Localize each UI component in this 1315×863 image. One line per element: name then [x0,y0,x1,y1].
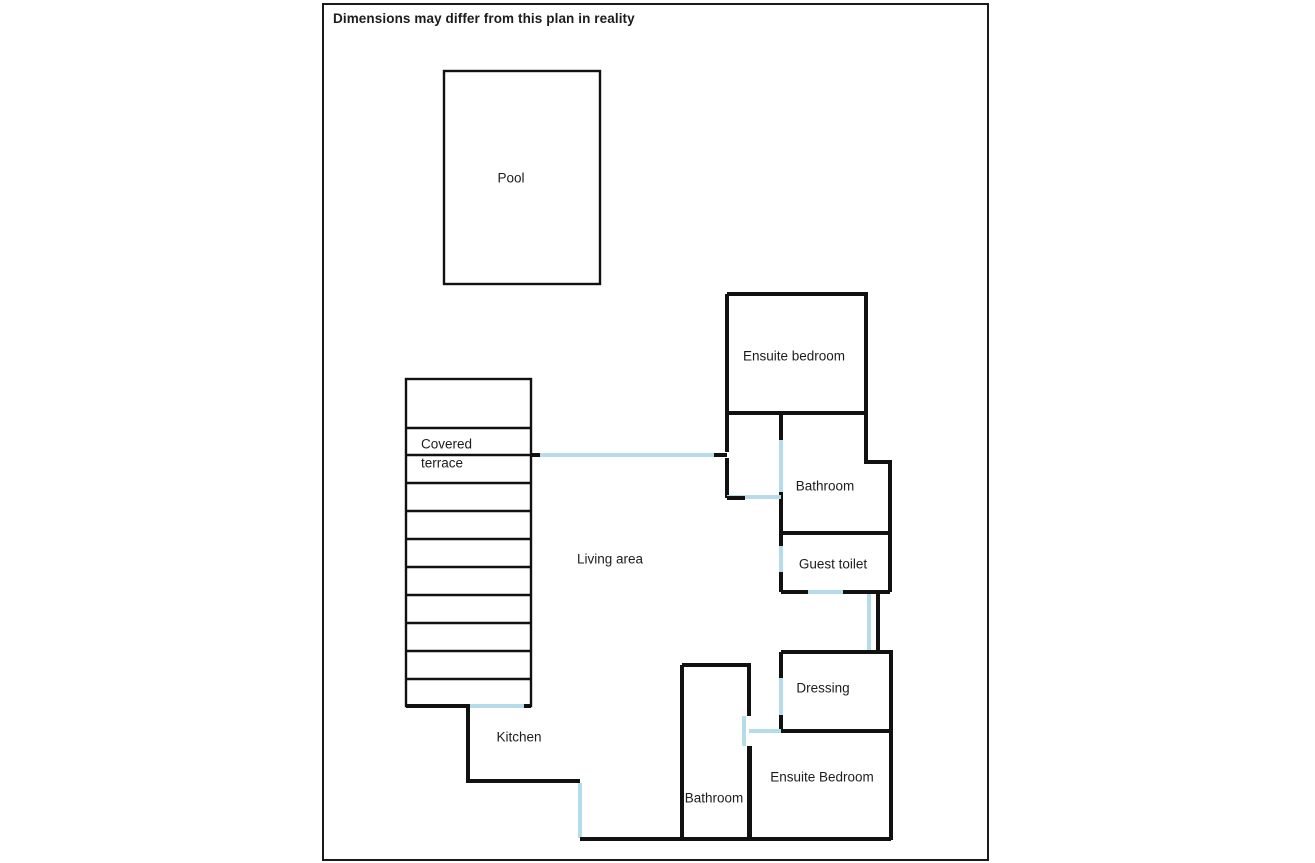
pool-label: Pool [497,171,524,186]
kitchen-label: Kitchen [496,730,541,745]
room-kitchen: Kitchen [466,706,582,838]
pool-outline [442,69,602,286]
room-ensuite-bedroom-lower: Ensuite Bedroom [748,729,893,840]
covered-terrace-label-line2: terrace [421,456,463,471]
bathroom-upper-label: Bathroom [796,479,855,494]
living-area-boundaries [406,453,891,841]
room-covered-terrace: Covered terrace [404,377,533,708]
room-bathroom-upper: Bathroom [779,411,892,535]
kitchen-walls [466,706,580,783]
room-living-area: Living area [577,552,644,567]
corridor-connector [867,592,880,652]
room-guest-toilet: Guest toilet [779,533,892,594]
bathroom-lower-label: Bathroom [685,791,744,806]
dressing-top-right-walls [781,650,893,731]
room-pool: Pool [442,69,602,286]
living-area-label: Living area [577,552,644,567]
room-dressing: Dressing [779,650,893,733]
room-ensuite-bedroom-upper: Ensuite bedroom [725,292,868,498]
ensuite-bedroom-lower-label: Ensuite Bedroom [770,770,874,785]
plan-frame-border [322,3,989,861]
dressing-label: Dressing [796,681,849,696]
covered-terrace-label-line1: Covered [421,437,472,452]
ensuite-bedroom-upper-label: Ensuite bedroom [743,349,845,364]
room-bathroom-lower: Bathroom [680,663,781,840]
bathroom-upper-right-wall [864,413,892,533]
plan-disclaimer-note: Dimensions may differ from this plan in … [333,11,635,26]
bathroom-lower-walls [682,663,751,716]
guest-toilet-label: Guest toilet [799,557,868,572]
